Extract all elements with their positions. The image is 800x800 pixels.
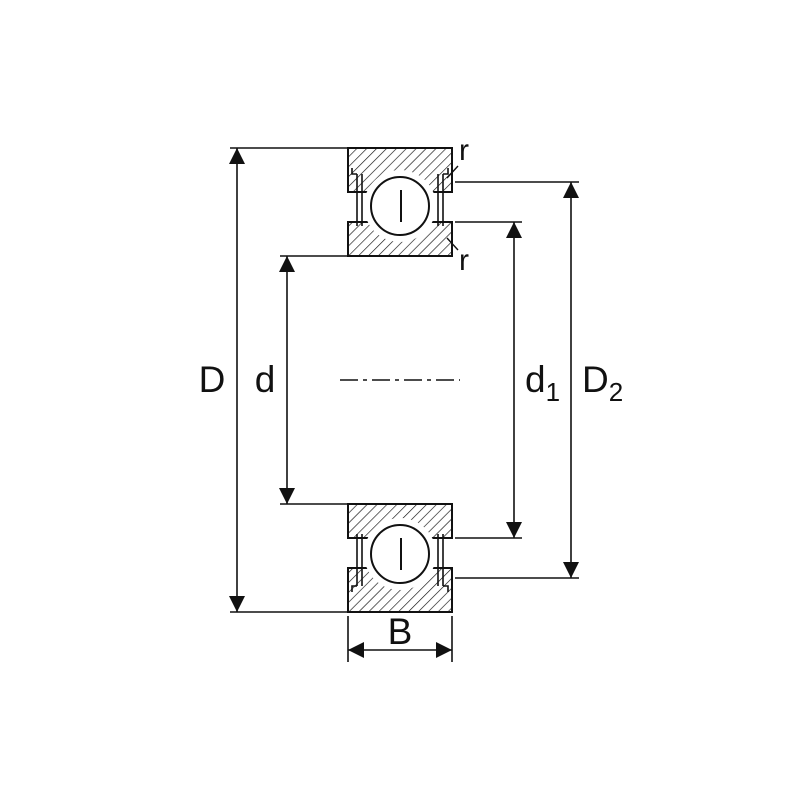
d1-base: d	[525, 359, 546, 400]
d1-subscript: 1	[546, 377, 560, 407]
dimension-outer-diameter: D	[199, 147, 347, 613]
dim-label-outer-diameter: D	[199, 359, 226, 400]
dim-label-bore-diameter: d	[255, 359, 276, 400]
bearing-bottom-section	[347, 503, 453, 613]
dimension-d1: d1	[455, 221, 560, 539]
bearing-top-section	[347, 147, 453, 257]
dim-label-d1: d1	[525, 359, 560, 407]
dim-label-width: B	[388, 611, 413, 652]
D2-subscript: 2	[609, 377, 623, 407]
shield-top-right	[437, 168, 449, 226]
radius-callout-inner: r	[446, 237, 469, 277]
leader-line	[446, 165, 459, 179]
leader-line	[446, 237, 459, 251]
dim-label-D2: D2	[582, 359, 623, 407]
r-label-inner: r	[459, 244, 469, 277]
radius-callout-outer: r	[446, 134, 469, 179]
shield-bottom-right	[437, 534, 449, 592]
dimension-d2: D2	[455, 181, 623, 579]
r-label-outer: r	[459, 134, 469, 167]
D2-base: D	[582, 359, 609, 400]
shield-bottom-left	[351, 534, 363, 592]
shield-top-left	[351, 168, 363, 226]
dimension-bore-diameter: d	[255, 255, 347, 505]
dimension-width: B	[347, 611, 453, 662]
